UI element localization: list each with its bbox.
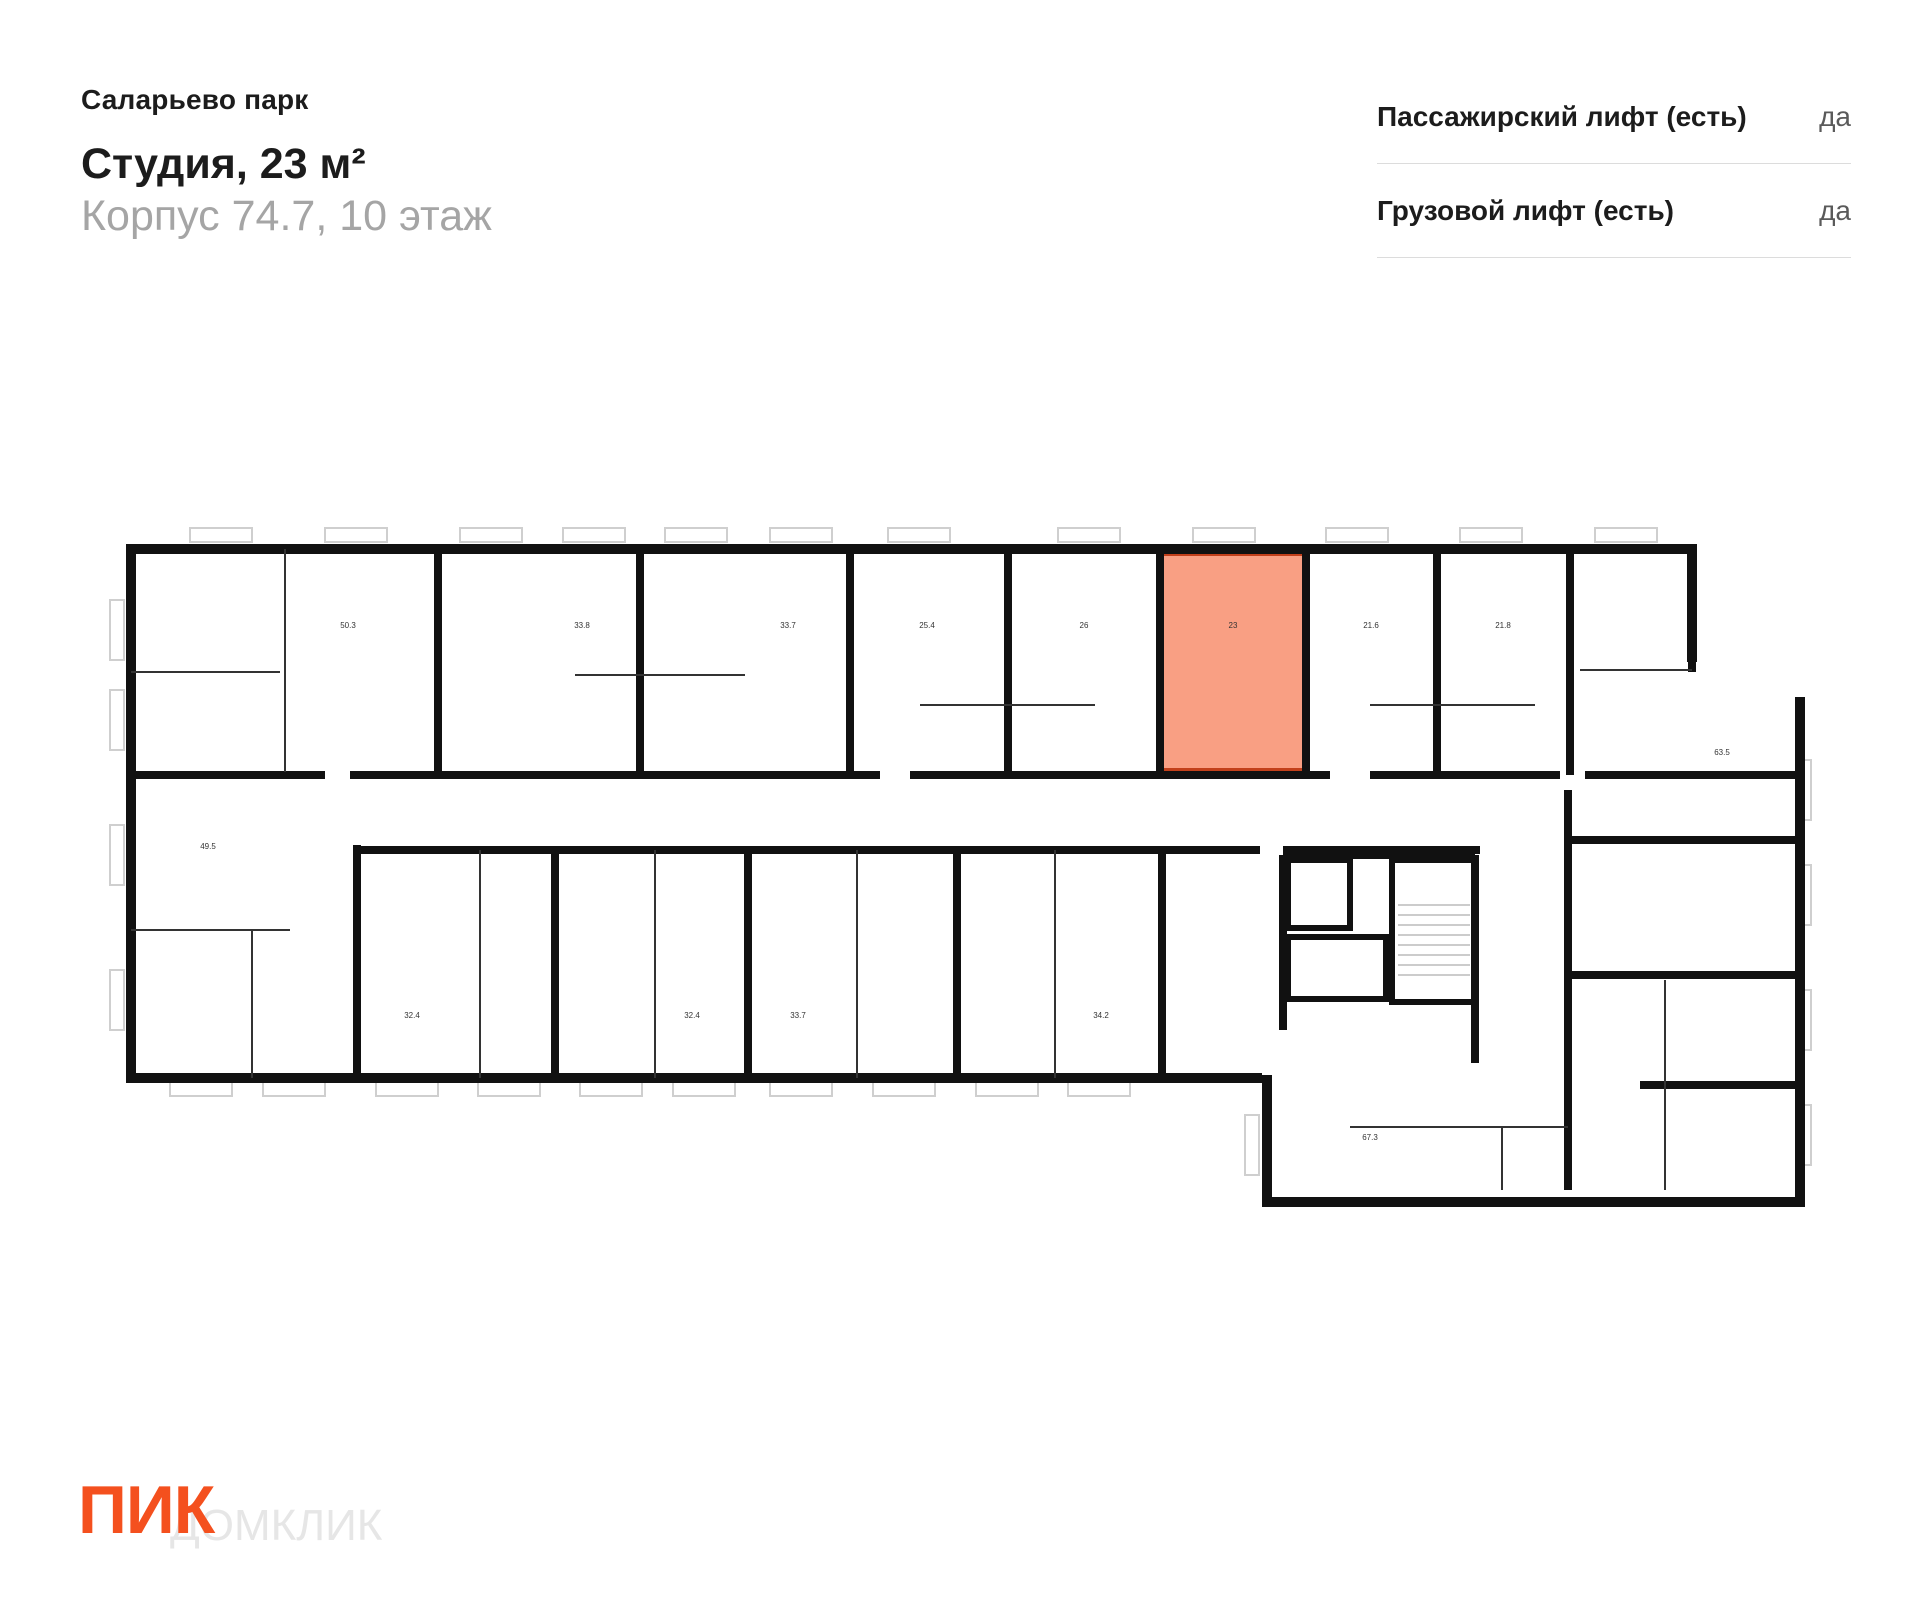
- unit-area-label: 32.4: [684, 1011, 700, 1020]
- unit-area-label: 33.7: [780, 621, 796, 630]
- unit-area-label: 32.4: [404, 1011, 420, 1020]
- stairwell: [1285, 857, 1478, 1005]
- unit-area-label: 50.3: [340, 621, 356, 630]
- unit-area-label: 34.2: [1093, 1011, 1109, 1020]
- feature-label: Пассажирский лифт (есть): [1377, 100, 1747, 132]
- feature-row-cargo-lift: Грузовой лифт (есть) да: [1377, 164, 1851, 258]
- unit-area-label: 63.5: [1714, 748, 1730, 757]
- unit-area-label: 25.4: [919, 621, 935, 630]
- apartment-subtitle: Корпус 74.7, 10 этаж: [81, 192, 492, 240]
- unit-area-label: 33.7: [790, 1011, 806, 1020]
- feature-value: да: [1819, 194, 1851, 226]
- exterior-walls: [126, 544, 1805, 1207]
- partitions: [131, 549, 1692, 1190]
- unit-area-label: 21.8: [1495, 621, 1511, 630]
- brand-name: ПИК: [78, 1472, 215, 1548]
- unit-area-label: 49.5: [200, 842, 216, 851]
- apartment-title: Студия, 23 м²: [81, 140, 366, 188]
- unit-area-labels: 50.3 33.8 33.7 25.4 26 23 21.6 21.8 49.5…: [200, 621, 1730, 1142]
- brand-logo: ДОМКЛИК ПИК: [78, 1472, 438, 1550]
- watermark-text: ДОМКЛИК: [170, 1501, 383, 1550]
- unit-area-label: 21.6: [1363, 621, 1379, 630]
- features-list: Пассажирский лифт (есть) да Грузовой лиф…: [1377, 70, 1851, 258]
- unit-area-label: 26: [1080, 621, 1089, 630]
- interior-walls: [131, 549, 1800, 1190]
- unit-area-label: 23: [1229, 621, 1238, 630]
- feature-value: да: [1819, 100, 1851, 132]
- project-name: Саларьево парк: [81, 84, 309, 115]
- feature-label: Грузовой лифт (есть): [1377, 194, 1674, 226]
- stair-steps: [1398, 904, 1470, 976]
- highlighted-apartment: [1156, 548, 1310, 776]
- feature-row-passenger-lift: Пассажирский лифт (есть) да: [1377, 70, 1851, 164]
- unit-area-label: 67.3: [1362, 1133, 1378, 1142]
- unit-area-label: 33.8: [574, 621, 590, 630]
